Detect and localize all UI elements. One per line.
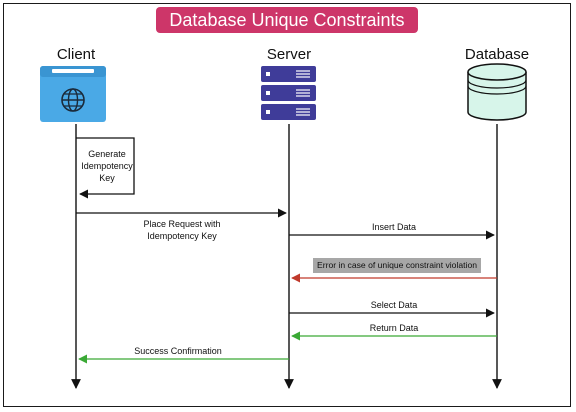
- select-data-label: Select Data: [370, 300, 418, 310]
- generate-key-label: Generate Idempotency Key: [81, 149, 133, 183]
- browser-globe-icon: [40, 66, 106, 122]
- server-rack-icon: [261, 66, 316, 120]
- actor-client-label: Client: [56, 46, 96, 63]
- diagram-title: Database Unique Constraints: [156, 7, 418, 33]
- actor-server-label: Server: [266, 46, 312, 63]
- generate-key-arrow: [76, 137, 135, 199]
- error-unique-label: Error in case of unique constraint viola…: [313, 258, 481, 273]
- insert-data-label: Insert Data: [371, 222, 417, 232]
- diagram-frame: [3, 3, 571, 407]
- return-data-label: Return Data: [369, 323, 419, 333]
- place-request-label-line2: Idempotency Key: [147, 231, 217, 241]
- database-cylinder-icon: [467, 63, 527, 121]
- success-confirmation-label: Success Confirmation: [134, 346, 222, 356]
- actor-database-label: Database: [464, 46, 530, 63]
- place-request-label-line1: Place Request with: [143, 219, 221, 229]
